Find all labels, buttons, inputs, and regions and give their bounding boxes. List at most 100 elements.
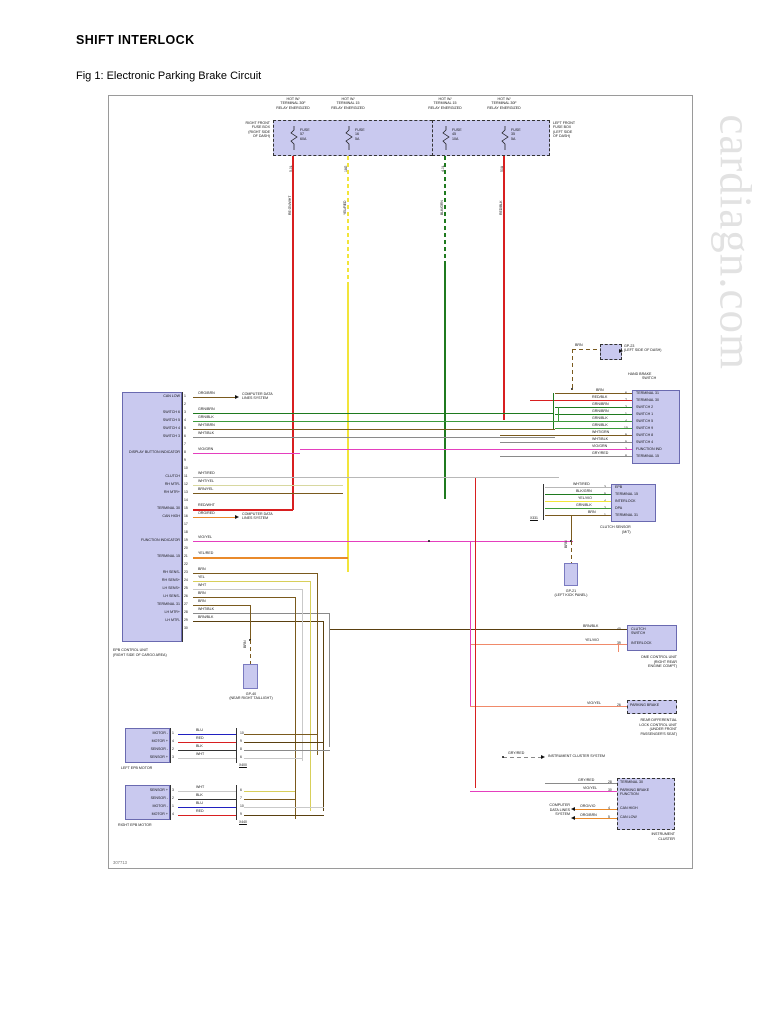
epb-pin-num-30: 30 <box>184 626 188 630</box>
wire-blk-grn-trunk <box>444 264 446 499</box>
epb-pin-num-29: 29 <box>184 618 188 622</box>
epb-pin-num-14: 14 <box>184 498 188 502</box>
lm-cpin-2: 8 <box>240 747 242 751</box>
wire-rm-out-2 <box>244 807 324 809</box>
epb-wire-19: VIO/YEL <box>198 535 212 539</box>
fuse-symbol-57 <box>290 126 298 155</box>
epb-pin-label-21: TERMINAL 15 <box>156 554 180 558</box>
rm-cpin-1: 7 <box>240 796 242 800</box>
hbs-pin-label-6: SWITCH 8 <box>636 433 654 437</box>
lm-label-2: SENSOR - <box>150 747 168 751</box>
ground-gp-40-label: GP-40(NEAR RIGHT TAILLIGHT) <box>229 692 273 701</box>
epb-wire-16: ORG/RED <box>198 511 215 515</box>
wire-epb-8 <box>193 453 300 455</box>
epb-pin-num-18: 18 <box>184 530 188 534</box>
epb-wire-15: RED/WHT <box>198 503 215 507</box>
rm-wire-1: BLK <box>196 793 203 797</box>
wire-instrument-cluster-system <box>503 757 541 759</box>
lm-cpin-1: 9 <box>240 739 242 743</box>
wire-hbs-3 <box>555 414 632 416</box>
cs-wire-4: BRN <box>588 510 596 514</box>
epb-pin-label-28: LH MTR+ <box>164 610 180 614</box>
right-front-fuse-box-label: RIGHT FRONT FUSE BOX (RIGHT SIDE OF DASH… <box>245 121 271 139</box>
wire-label-gp40: BRN <box>243 640 247 648</box>
ground-gp-23-label: GP-23(LEFT SIDE OF DASH) <box>624 344 662 353</box>
wire-cs-0 <box>545 487 611 489</box>
epb-wire-25: WHT <box>198 583 207 587</box>
wire-bus-green-vertical <box>553 393 555 429</box>
ground-gp-21-symbol <box>564 563 578 586</box>
figure-number: 307713 <box>113 860 127 865</box>
figure-title: Fig 1: Electronic Parking Brake Circuit <box>76 70 262 82</box>
epb-wire-28: WHT/BLK <box>198 607 214 611</box>
cs-wire-2: YEL/VIO <box>578 496 592 500</box>
hbs-pin-label-8: FUNCTION IND <box>636 447 662 451</box>
epb-control-unit-box <box>122 392 182 642</box>
rm-cpin-3: 9 <box>240 812 242 816</box>
epb-pin-label-11: CLUTCH <box>165 474 180 478</box>
wire-cs-1 <box>545 494 611 496</box>
epb-wire-26: BRN <box>198 591 206 595</box>
cs-wire-0: WHT/RED <box>573 482 590 486</box>
arrow-instrument-cluster-system <box>541 754 545 759</box>
wire-epb-25 <box>193 589 303 591</box>
arrow-can-low <box>571 815 575 820</box>
diagram-frame: 307713 <box>108 95 693 869</box>
wire-epb-6 <box>193 437 555 439</box>
wire-hbs-5 <box>555 428 632 430</box>
ic-pin-0: 28 <box>608 780 612 784</box>
wire-ic-0 <box>545 783 617 785</box>
hot-with-label-fuse-45: HOT W/ TERMINAL 15 RELAY ENERGIZED <box>428 97 462 110</box>
wire-dme-1 <box>470 644 627 646</box>
rear-diff-lock-unit-caption: REAR DIFFERENTIAL LOCK CONTROL UNIT (UND… <box>639 718 677 737</box>
left-motor-bracket <box>170 728 171 763</box>
wire-dme-1-stub <box>618 644 620 652</box>
fuse-label-45: FUSE 45 10A <box>452 128 462 141</box>
wire-cs-2 <box>545 501 611 503</box>
hbs-pin-label-1: TERMINAL 30 <box>636 398 660 402</box>
wire-hbs-1 <box>530 400 632 402</box>
clutch-sensor-bracket <box>543 484 544 520</box>
wire-red-riser <box>475 478 477 788</box>
dme-wire-1: YEL/VIO <box>585 638 599 642</box>
rm-wire-2: BLU <box>196 801 203 805</box>
epb-pin-label-8: DISPLAY BUTTON INDICATOR <box>129 450 180 454</box>
wire-bend-27-gp40 <box>250 605 252 640</box>
epb-pin-label-4: SWITCH 5 <box>162 418 180 422</box>
right-motor-conn-bracket <box>236 785 237 820</box>
wire-label-red-blk: RED/BLK <box>499 200 503 215</box>
epb-wire-4: GRN/BLK <box>198 415 214 419</box>
hbs-wire-7: WHT/BLK <box>592 437 608 441</box>
wire-epb-21 <box>193 557 348 559</box>
epb-pin-num-22: 22 <box>184 562 188 566</box>
wire-label-gp21: BRN <box>564 540 568 548</box>
epb-pin-num-11: 11 <box>184 474 188 478</box>
wire-hbs-4 <box>555 421 632 423</box>
arrow-can-high <box>571 806 575 811</box>
lm-wire-2: BLK <box>196 744 203 748</box>
wire-bend-23 <box>317 573 319 755</box>
epb-pin-num-19: 19 <box>184 538 188 542</box>
ground-gp-40-symbol <box>243 664 258 689</box>
fuse-label-57: FUSE 57 60A <box>300 128 310 141</box>
epb-pin-num-17: 17 <box>184 522 188 526</box>
cs-wire-3: GRN/BLK <box>576 503 592 507</box>
rm-label-0: SENSOR + <box>149 788 168 792</box>
wire-hbs-0 <box>555 393 632 395</box>
epb-pin-label-12: RH MTR- <box>164 482 180 486</box>
rm-label-1: SENSOR - <box>150 796 168 800</box>
hot-with-label-fuse-57: HOT W/ TERMINAL 30F RELAY ENERGIZED <box>276 97 310 110</box>
hbs-wire-3: GRN/BRN <box>592 409 609 413</box>
wire-epb-3 <box>193 413 553 415</box>
ic-pin-3: 5 <box>608 815 610 819</box>
ic-label-2: CAN HIGH <box>620 806 638 810</box>
lm-pin-3: 3 <box>172 755 174 759</box>
instrument-cluster-box <box>617 778 675 830</box>
dest-computer-data-lines-3: COMPUTER DATA LINES SYSTEM <box>549 803 570 817</box>
wire-gp21-vertical <box>571 516 573 540</box>
lm-pin-1: 4 <box>172 739 174 743</box>
hot-with-label-fuse-35: HOT W/ TERMINAL 30F RELAY ENERGIZED <box>487 97 521 110</box>
left-front-fuse-box <box>432 120 550 156</box>
right-motor-bracket <box>170 785 171 820</box>
